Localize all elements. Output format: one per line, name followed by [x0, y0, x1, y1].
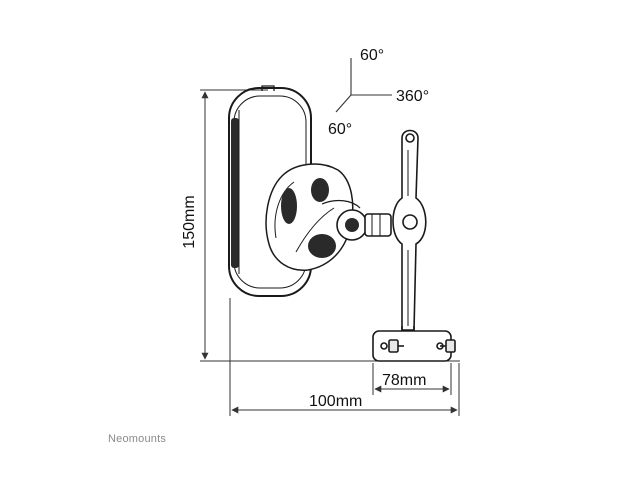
wall-plate [372, 326, 456, 362]
swivel-angle-label: 360° [396, 88, 429, 105]
total-depth-label: 100mm [309, 393, 362, 410]
mount-width-dimension [372, 363, 452, 395]
mount-width-label: 78mm [382, 372, 426, 389]
tilt-down-angle-label: 60° [328, 121, 352, 138]
mounting-screw-right [440, 339, 456, 353]
swivel-connector [336, 209, 392, 241]
height-dimension-label: 150mm [181, 195, 198, 248]
brand-logo-text: Neomounts [108, 433, 167, 445]
rotation-axes [335, 58, 392, 113]
ball-joint-knob [265, 163, 361, 271]
tilt-up-angle-label: 60° [360, 47, 384, 64]
wall-bracket-arm [392, 129, 427, 331]
mounting-screw-left [388, 339, 404, 353]
total-depth-dimension [229, 298, 460, 416]
